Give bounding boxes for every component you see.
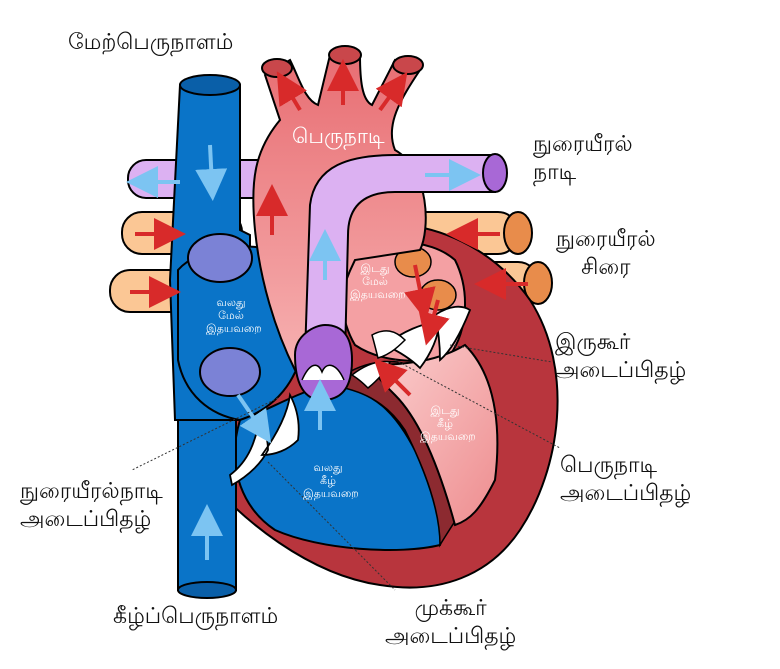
- pulmonary-valve: [293, 323, 354, 402]
- aorta-branch-3-opening: [392, 55, 424, 75]
- label-aorta: பெருநாடி: [292, 124, 385, 148]
- label-pulmonary-vein-line2: சிரை: [581, 255, 631, 280]
- label-tricuspid-valve-line2: அடைப்பிதழ்: [385, 624, 517, 649]
- vena-cava-opening-upper: [187, 233, 253, 283]
- deoxygenated-flow-arrows: [126, 144, 481, 560]
- label-pulmonary-vein-line1: நுரையீரல்: [556, 227, 656, 252]
- label-tricuspid-valve: முக்கூர் அடைப்பிதழ்: [385, 595, 516, 651]
- label-pulmonary-valve-line2: அடைப்பிதழ்: [20, 507, 152, 532]
- label-right-ventricle: வலது கீழ் இதயவறை: [303, 461, 359, 500]
- label-right-ventricle-line2: கீழ்: [320, 474, 336, 487]
- label-aortic-valve-line1: பெருநாடி: [560, 453, 658, 478]
- label-left-ventricle: இடது கீழ் இதயவறை: [420, 404, 476, 443]
- label-left-ventricle-line2: கீழ்: [437, 417, 453, 430]
- label-pulmonary-artery-line2: நாடி: [533, 160, 577, 185]
- label-left-ventricle-line3: இதயவறை: [420, 430, 476, 443]
- label-right-ventricle-line3: இதயவறை: [303, 487, 359, 500]
- label-right-atrium: வலது மேல் இதயவறை: [206, 296, 262, 335]
- aorta-branch-2-opening: [328, 45, 362, 65]
- label-pulmonary-valve-line1: நுரையீரல்நாடி: [20, 479, 163, 504]
- label-pulmonary-vein: நுரையீரல் சிரை: [556, 226, 656, 282]
- label-left-atrium-line2: மேல்: [362, 275, 388, 288]
- pulmonary-artery-right-opening: [482, 153, 508, 193]
- label-mitral-valve-line2: அடைப்பிதழ்: [555, 358, 687, 383]
- inferior-vena-cava: [177, 419, 237, 591]
- label-pulmonary-artery-line1: நுரையீரல்: [533, 132, 633, 157]
- label-right-atrium-line3: இதயவறை: [206, 322, 262, 335]
- label-pulmonary-artery: நுரையீரல் நாடி: [533, 131, 633, 187]
- vena-cava-opening-lower: [199, 347, 261, 397]
- label-inferior-vena-cava: கீழ்ப்பெருநாளம்: [113, 604, 279, 629]
- label-left-atrium-line1: இடது: [360, 262, 390, 275]
- label-aortic-valve-line2: அடைப்பிதழ்: [560, 481, 692, 506]
- label-aortic-valve: பெருநாடி அடைப்பிதழ்: [560, 452, 691, 508]
- label-right-ventricle-line1: வலது: [313, 461, 343, 474]
- label-left-atrium: இடது மேல் இதயவறை: [350, 262, 406, 301]
- label-pulmonary-valve: நுரையீரல்நாடி அடைப்பிதழ்: [20, 478, 163, 534]
- label-left-atrium-line3: இதயவறை: [350, 288, 406, 301]
- label-left-ventricle-line1: இடது: [430, 404, 460, 417]
- label-leader-lines: [131, 344, 561, 591]
- label-right-atrium-line2: மேல்: [218, 309, 244, 322]
- oxygenated-flow-arrows: [130, 59, 528, 397]
- vena-cava-top-opening: [179, 74, 241, 96]
- label-right-atrium-line1: வலது: [216, 296, 246, 309]
- label-mitral-valve-line1: இருகூர்: [555, 330, 631, 355]
- aorta-branch-1-opening: [261, 58, 293, 78]
- label-mitral-valve: இருகூர் அடைப்பிதழ்: [555, 329, 686, 385]
- label-superior-vena-cava: மேற்பெருநாளம்: [68, 30, 234, 55]
- label-tricuspid-valve-line1: முக்கூர்: [414, 596, 487, 621]
